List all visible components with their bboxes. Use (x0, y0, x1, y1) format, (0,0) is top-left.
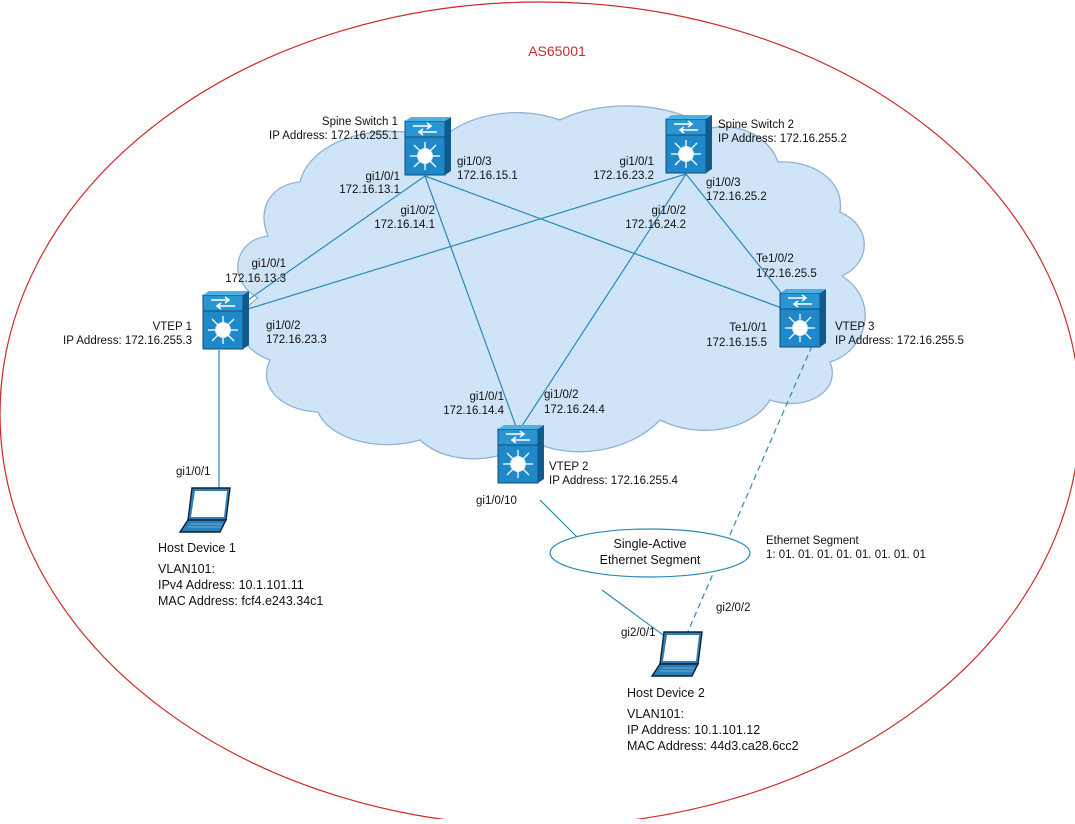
link-s1-v3 (424, 175, 799, 315)
vtep3-name: VTEP 3 (835, 321, 874, 333)
link-s2-v1 (224, 173, 687, 317)
vtep3-ip: IP Address: 172.16.255.5 (835, 335, 964, 347)
link-s2-v2 (517, 173, 687, 433)
es-id: 1: 01. 01. 01. 01. 01. 01. 01. 01 (766, 549, 926, 561)
s2-gi101-ip: 172.16.23.2 (593, 170, 654, 182)
host2-name: Host Device 2 (627, 686, 705, 700)
link-s2-v3 (685, 173, 799, 315)
s2-gi102-ip: 172.16.24.2 (625, 219, 686, 231)
v2-host-port: gi1/0/10 (476, 495, 517, 507)
layer3-switch-icon (497, 424, 545, 484)
v2-gi101-ip: 172.16.14.4 (443, 405, 504, 417)
host2-vlan: VLAN101: (627, 707, 684, 721)
h2-port-a: gi2/0/1 (621, 627, 656, 639)
v3-te102-port: Te1/0/2 (756, 253, 794, 265)
layer3-switch-icon (779, 288, 827, 348)
s1-gi101-ip: 172.16.13.1 (339, 184, 400, 196)
v2-gi102-ip: 172.16.24.4 (544, 404, 605, 416)
s1-gi103-ip: 172.16.15.1 (457, 170, 518, 182)
s1-gi103-port: gi1/0/3 (457, 156, 492, 168)
spine1-name: Spine Switch 1 (322, 116, 398, 128)
vtep2-name: VTEP 2 (549, 461, 588, 473)
host1-mac: MAC Address: fcf4.e243.34c1 (158, 594, 323, 608)
v1-gi102-port: gi1/0/2 (266, 320, 301, 332)
vtep1-ip: IP Address: 172.16.255.3 (63, 335, 192, 347)
link-s1-v1 (224, 175, 426, 317)
layer3-switch-icon (202, 290, 250, 350)
spine1-ip: IP Address: 172.16.255.1 (269, 130, 398, 142)
spine2-name: Spine Switch 2 (718, 119, 794, 131)
s1-gi102-port: gi1/0/2 (400, 205, 435, 217)
s1-gi102-ip: 172.16.14.1 (374, 219, 435, 231)
vtep-2 (497, 424, 545, 484)
host1-addr: IPv4 Address: 10.1.101.11 (158, 578, 304, 592)
host2-mac: MAC Address: 44d3.ca28.6cc2 (627, 739, 799, 753)
layer3-switch-icon (665, 114, 713, 174)
spine2-ip: IP Address: 172.16.255.2 (718, 133, 847, 145)
v2-gi101-port: gi1/0/1 (469, 391, 504, 403)
v1-gi101-port: gi1/0/1 (251, 258, 286, 270)
laptop-icon (651, 631, 703, 677)
host2-addr: IP Address: 10.1.101.12 (627, 723, 760, 737)
ethernet-segment (549, 528, 751, 578)
v3-te102-ip: 172.16.25.5 (756, 268, 817, 280)
h2-port-b: gi2/0/2 (716, 602, 751, 614)
link-v2-segment (539, 499, 581, 541)
host1-name: Host Device 1 (158, 541, 236, 555)
ethernet-segment-line2: Ethernet Segment (600, 553, 701, 567)
v3-te101-ip: 172.16.15.5 (706, 337, 767, 349)
es-title: Ethernet Segment (766, 535, 860, 547)
s2-gi103-ip: 172.16.25.2 (706, 191, 767, 203)
s1-gi101-port: gi1/0/1 (365, 171, 400, 183)
s2-gi101-port: gi1/0/1 (619, 156, 654, 168)
vtep1-name: VTEP 1 (153, 321, 192, 333)
s2-gi103-port: gi1/0/3 (706, 177, 741, 189)
link-v3-host2 (685, 345, 813, 637)
spine-switch-1 (404, 116, 452, 176)
v1-gi102-ip: 172.16.23.3 (266, 334, 327, 346)
v3-te101-port: Te1/0/1 (729, 322, 767, 334)
v2-gi102-port: gi1/0/2 (544, 389, 579, 401)
fabric-cloud (237, 105, 866, 460)
host1-vlan: VLAN101: (158, 562, 215, 576)
link-s1-v2 (424, 175, 519, 433)
s2-gi102-port: gi1/0/2 (651, 205, 686, 217)
host-device-1-laptop (179, 487, 231, 533)
laptop-icon (179, 487, 231, 533)
ethernet-segment-line1: Single-Active (614, 537, 687, 551)
host-device-2-laptop (651, 631, 703, 677)
v1-gi101-ip: 172.16.13.3 (225, 273, 286, 285)
spine-switch-2 (665, 114, 713, 174)
v1-host-port: gi1/0/1 (176, 466, 211, 478)
layer3-switch-icon (404, 116, 452, 176)
as-label: AS65001 (528, 43, 586, 59)
vtep-3 (779, 288, 827, 348)
vtep-1 (202, 290, 250, 350)
vtep2-ip: IP Address: 172.16.255.4 (549, 475, 679, 487)
